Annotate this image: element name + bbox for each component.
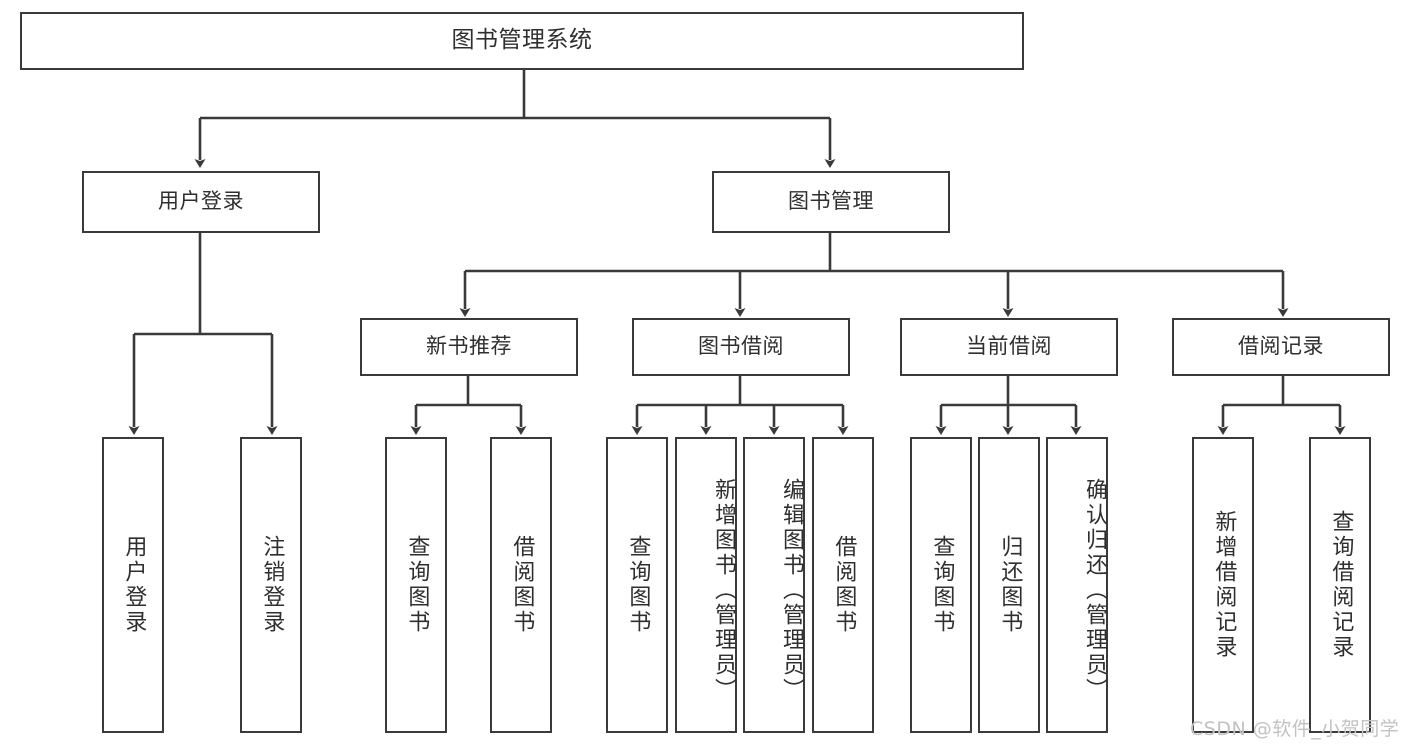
node-leaf-query-book-2[interactable]: 查询图书 xyxy=(606,437,668,733)
node-borrow-record-label: 借阅记录 xyxy=(1238,334,1324,359)
node-current-borrow[interactable]: 当前借阅 xyxy=(900,318,1118,376)
node-leaf-add-record-label: 新增借阅记录 xyxy=(1211,510,1237,660)
node-book-manage[interactable]: 图书管理 xyxy=(712,171,950,233)
node-new-book-rec-label: 新书推荐 xyxy=(426,334,512,359)
node-book-borrow[interactable]: 图书借阅 xyxy=(632,318,850,376)
node-leaf-query-book-1-label: 查询图书 xyxy=(404,535,430,635)
node-leaf-query-book-1[interactable]: 查询图书 xyxy=(385,437,447,733)
node-leaf-confirm-return[interactable]: 确认归还（管理员） xyxy=(1046,437,1108,733)
node-leaf-confirm-return-label: 确认归还（管理员） xyxy=(1082,477,1107,703)
node-book-borrow-label: 图书借阅 xyxy=(698,334,784,359)
node-leaf-query-record[interactable]: 查询借阅记录 xyxy=(1309,437,1371,733)
node-new-book-rec[interactable]: 新书推荐 xyxy=(360,318,578,376)
node-leaf-query-book-3-label: 查询图书 xyxy=(929,535,955,635)
node-leaf-logout[interactable]: 注销登录 xyxy=(240,437,302,733)
csdn-watermark: CSDN @软件_小贺同学 xyxy=(1190,718,1400,740)
node-leaf-edit-book[interactable]: 编辑图书（管理员） xyxy=(743,437,805,733)
node-leaf-add-book-label: 新增图书（管理员） xyxy=(711,477,736,703)
node-leaf-user-login[interactable]: 用户登录 xyxy=(102,437,164,733)
node-borrow-record[interactable]: 借阅记录 xyxy=(1172,318,1390,376)
node-leaf-borrow-book-2[interactable]: 借阅图书 xyxy=(812,437,874,733)
node-leaf-user-login-label: 用户登录 xyxy=(121,535,147,635)
node-leaf-query-book-3[interactable]: 查询图书 xyxy=(910,437,972,733)
node-leaf-borrow-book-2-label: 借阅图书 xyxy=(831,535,857,635)
node-leaf-borrow-book-1-label: 借阅图书 xyxy=(509,535,535,635)
node-leaf-add-record[interactable]: 新增借阅记录 xyxy=(1192,437,1254,733)
node-leaf-logout-label: 注销登录 xyxy=(259,535,285,635)
node-leaf-return-book-label: 归还图书 xyxy=(997,535,1023,635)
node-leaf-query-record-label: 查询借阅记录 xyxy=(1328,510,1354,660)
node-leaf-return-book[interactable]: 归还图书 xyxy=(978,437,1040,733)
node-leaf-query-book-2-label: 查询图书 xyxy=(625,535,651,635)
node-leaf-borrow-book-1[interactable]: 借阅图书 xyxy=(490,437,552,733)
node-user-login[interactable]: 用户登录 xyxy=(82,171,320,233)
node-current-borrow-label: 当前借阅 xyxy=(966,334,1052,359)
node-root-label: 图书管理系统 xyxy=(451,27,593,54)
node-root[interactable]: 图书管理系统 xyxy=(20,12,1024,70)
node-leaf-edit-book-label: 编辑图书（管理员） xyxy=(779,477,804,703)
node-leaf-add-book[interactable]: 新增图书（管理员） xyxy=(675,437,737,733)
node-book-manage-label: 图书管理 xyxy=(788,189,874,214)
node-user-login-label: 用户登录 xyxy=(158,189,244,214)
